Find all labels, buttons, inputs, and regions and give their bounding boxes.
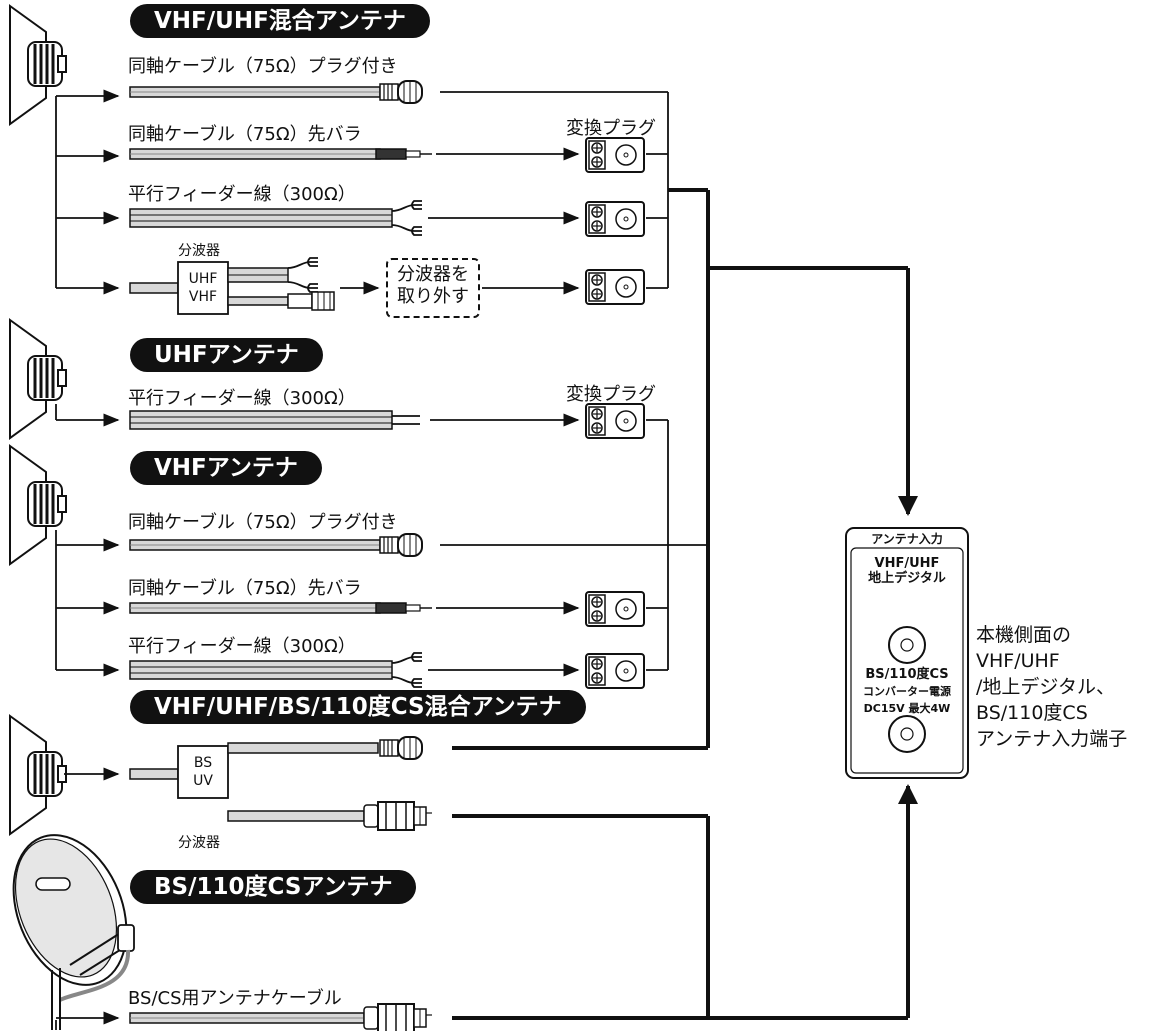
f-plug-icon: [363, 801, 433, 831]
main-bus: [706, 190, 918, 1018]
coax-cable-icon: [129, 602, 381, 614]
adapter-plug-icon: [585, 269, 645, 305]
f-plug-icon: [363, 1003, 433, 1031]
bare-wire-icon: [375, 148, 433, 160]
coax-cable-icon: [129, 148, 381, 160]
cable-label: 平行フィーダー線（300Ω）: [128, 184, 356, 205]
group-vhf: [8, 444, 708, 689]
cable-label: 平行フィーダー線（300Ω）: [128, 388, 356, 409]
remove-splitter-line2: 取り外す: [397, 286, 469, 307]
cable-label: 同軸ケーブル（75Ω）先バラ: [128, 124, 362, 145]
side-caption-line5: アンテナ入力端子: [976, 728, 1128, 750]
panel-port2-line3: DC15V 最大4W: [863, 702, 951, 715]
adapter-plug-icon: [585, 137, 645, 173]
remove-splitter-line1: 分波器を: [397, 264, 469, 285]
adapter-plug-icon: [585, 201, 645, 237]
panel-port1-line2: 地上デジタル: [868, 571, 946, 586]
group-bs: [12, 834, 908, 1031]
splitter-box: [177, 745, 229, 799]
panel-port1-line1: VHF/UHF: [874, 556, 940, 571]
panel-port2-line1: BS/110度CS: [865, 667, 949, 682]
f-plug-icon: [379, 736, 423, 760]
group-mixed-all: [8, 714, 708, 836]
wall-outlet-icon: [8, 4, 68, 126]
coax-cable-icon: [129, 539, 381, 551]
side-caption-line4: BS/110度CS: [976, 702, 1088, 724]
remove-splitter-note: 分波器を 取り外す: [386, 258, 480, 318]
side-caption-line2: VHF/UHF: [976, 650, 1060, 672]
bare-wire-icon: [375, 602, 433, 614]
splitter-label: 分波器: [178, 243, 220, 259]
cable-label: 同軸ケーブル（75Ω）プラグ付き: [128, 56, 398, 77]
splitter-label: 分波器: [178, 835, 220, 851]
side-caption: 本機側面の VHF/UHF /地上デジタル、 BS/110度CS アンテナ入力端…: [976, 622, 1127, 752]
adapter-label: 変換プラグ: [566, 118, 656, 139]
splitter-uv-label: UV: [193, 773, 213, 789]
splitter-box: [177, 261, 229, 315]
panel-port2-label: BS/110度CS コンバーター電源 DC15V 最大4W: [848, 666, 966, 717]
f-plug-icon: [379, 80, 423, 104]
group-vu-mixed: [8, 4, 708, 315]
adapter-plug-icon: [585, 653, 645, 689]
cable-label: BS/CS用アンテナケーブル: [128, 988, 342, 1009]
group-uhf: [8, 318, 669, 545]
panel-port2-line2: コンバーター電源: [863, 685, 951, 698]
splitter-bs-label: BS: [193, 755, 213, 771]
spade-terminal-icon: [287, 257, 319, 293]
group-title-mixed-all: VHF/UHF/BS/110度CS混合アンテナ: [130, 690, 586, 724]
cable-label: 平行フィーダー線（300Ω）: [128, 636, 356, 657]
panel-port1-label: VHF/UHF 地上デジタル: [848, 556, 966, 586]
f-plug-icon: [379, 533, 423, 557]
coax-cable-icon: [129, 86, 381, 98]
side-caption-line3: /地上デジタル、: [976, 676, 1116, 698]
satellite-dish-icon: [12, 834, 135, 1030]
side-caption-line1: 本機側面の: [976, 624, 1072, 646]
spade-terminal-icon: [391, 200, 423, 236]
splitter-uhf-label: UHF: [188, 271, 218, 287]
adapter-plug-icon: [585, 403, 645, 439]
adapter-plug-icon: [585, 591, 645, 627]
group-title-vhf: VHFアンテナ: [130, 451, 322, 485]
cable-label: 同軸ケーブル（75Ω）プラグ付き: [128, 512, 398, 533]
adapter-label: 変換プラグ: [566, 384, 656, 405]
feeder-wire-icon: [129, 660, 393, 680]
group-title-bs: BS/110度CSアンテナ: [130, 870, 417, 904]
group-title-vu-mixed: VHF/UHF混合アンテナ: [130, 4, 430, 38]
feeder-wire-icon: [129, 410, 393, 430]
panel-title: アンテナ入力: [871, 532, 943, 546]
cable-label: 同軸ケーブル（75Ω）先バラ: [128, 578, 362, 599]
wall-outlet-icon: [8, 444, 68, 566]
wall-outlet-icon: [8, 714, 68, 836]
feeder-wire-icon: [129, 208, 393, 228]
splitter-vhf-label: VHF: [188, 289, 218, 305]
spade-terminal-icon: [391, 652, 423, 688]
group-title-uhf: UHFアンテナ: [130, 338, 323, 372]
input-panel: [845, 527, 969, 779]
